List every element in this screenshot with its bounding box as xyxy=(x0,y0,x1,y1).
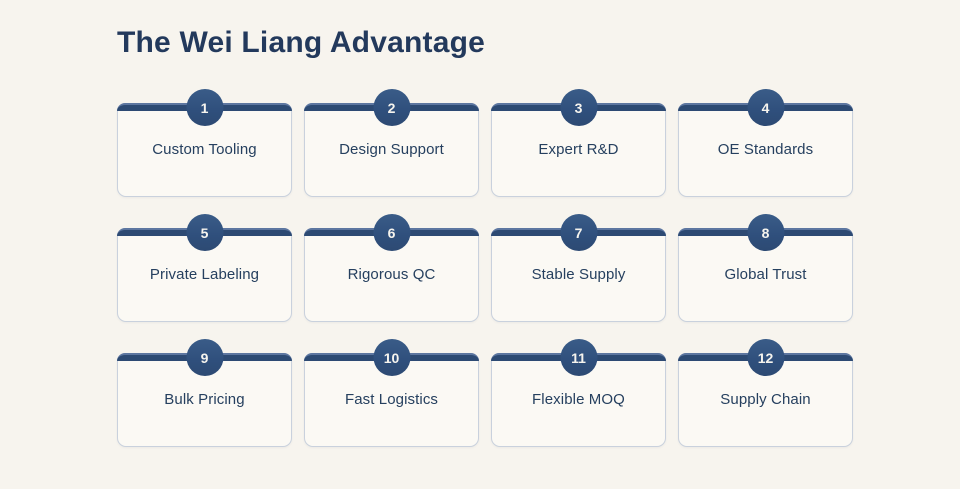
card-number-badge: 4 xyxy=(747,89,784,126)
card-number-badge: 9 xyxy=(186,339,223,376)
card-number-badge: 6 xyxy=(373,214,410,251)
advantage-card-design-support: 2 Design Support xyxy=(304,89,479,197)
advantage-card-expert-rd: 3 Expert R&D xyxy=(491,89,666,197)
card-label: Supply Chain xyxy=(720,391,811,408)
card-number-badge: 3 xyxy=(560,89,597,126)
card-label: Private Labeling xyxy=(149,266,260,283)
advantage-card-bulk-pricing: 9 Bulk Pricing xyxy=(117,339,292,447)
advantage-card-private-labeling: 5 Private Labeling xyxy=(117,214,292,322)
card-label: Custom Tooling xyxy=(152,141,257,158)
card-label: Expert R&D xyxy=(538,141,619,158)
advantage-card-flexible-moq: 11 Flexible MOQ xyxy=(491,339,666,447)
advantage-section: The Wei Liang Advantage 1 Custom Tooling… xyxy=(117,26,853,447)
page-title: The Wei Liang Advantage xyxy=(117,26,485,59)
card-label: Fast Logistics xyxy=(344,391,439,408)
card-label: Bulk Pricing xyxy=(164,391,245,408)
card-number-badge: 12 xyxy=(747,339,784,376)
card-number-badge: 1 xyxy=(186,89,223,126)
card-number-badge: 2 xyxy=(373,89,410,126)
advantage-card-supply-chain: 12 Supply Chain xyxy=(678,339,853,447)
card-label: OE Standards xyxy=(717,141,814,158)
card-number-badge: 10 xyxy=(373,339,410,376)
advantage-card-oe-standards: 4 OE Standards xyxy=(678,89,853,197)
card-label: Design Support xyxy=(339,141,444,158)
card-number-badge: 7 xyxy=(560,214,597,251)
advantage-card-stable-supply: 7 Stable Supply xyxy=(491,214,666,322)
card-number-badge: 8 xyxy=(747,214,784,251)
card-label: Flexible MOQ xyxy=(532,391,625,408)
advantage-card-rigorous-qc: 6 Rigorous QC xyxy=(304,214,479,322)
advantage-card-custom-tooling: 1 Custom Tooling xyxy=(117,89,292,197)
card-number-badge: 11 xyxy=(560,339,597,376)
card-label: Stable Supply xyxy=(531,266,626,283)
advantage-card-fast-logistics: 10 Fast Logistics xyxy=(304,339,479,447)
card-label: Rigorous QC xyxy=(347,266,436,283)
card-number-badge: 5 xyxy=(186,214,223,251)
advantage-cards-grid: 1 Custom Tooling 2 Design Support 3 Expe… xyxy=(117,89,853,447)
card-label: Global Trust xyxy=(724,266,807,283)
advantage-card-global-trust: 8 Global Trust xyxy=(678,214,853,322)
